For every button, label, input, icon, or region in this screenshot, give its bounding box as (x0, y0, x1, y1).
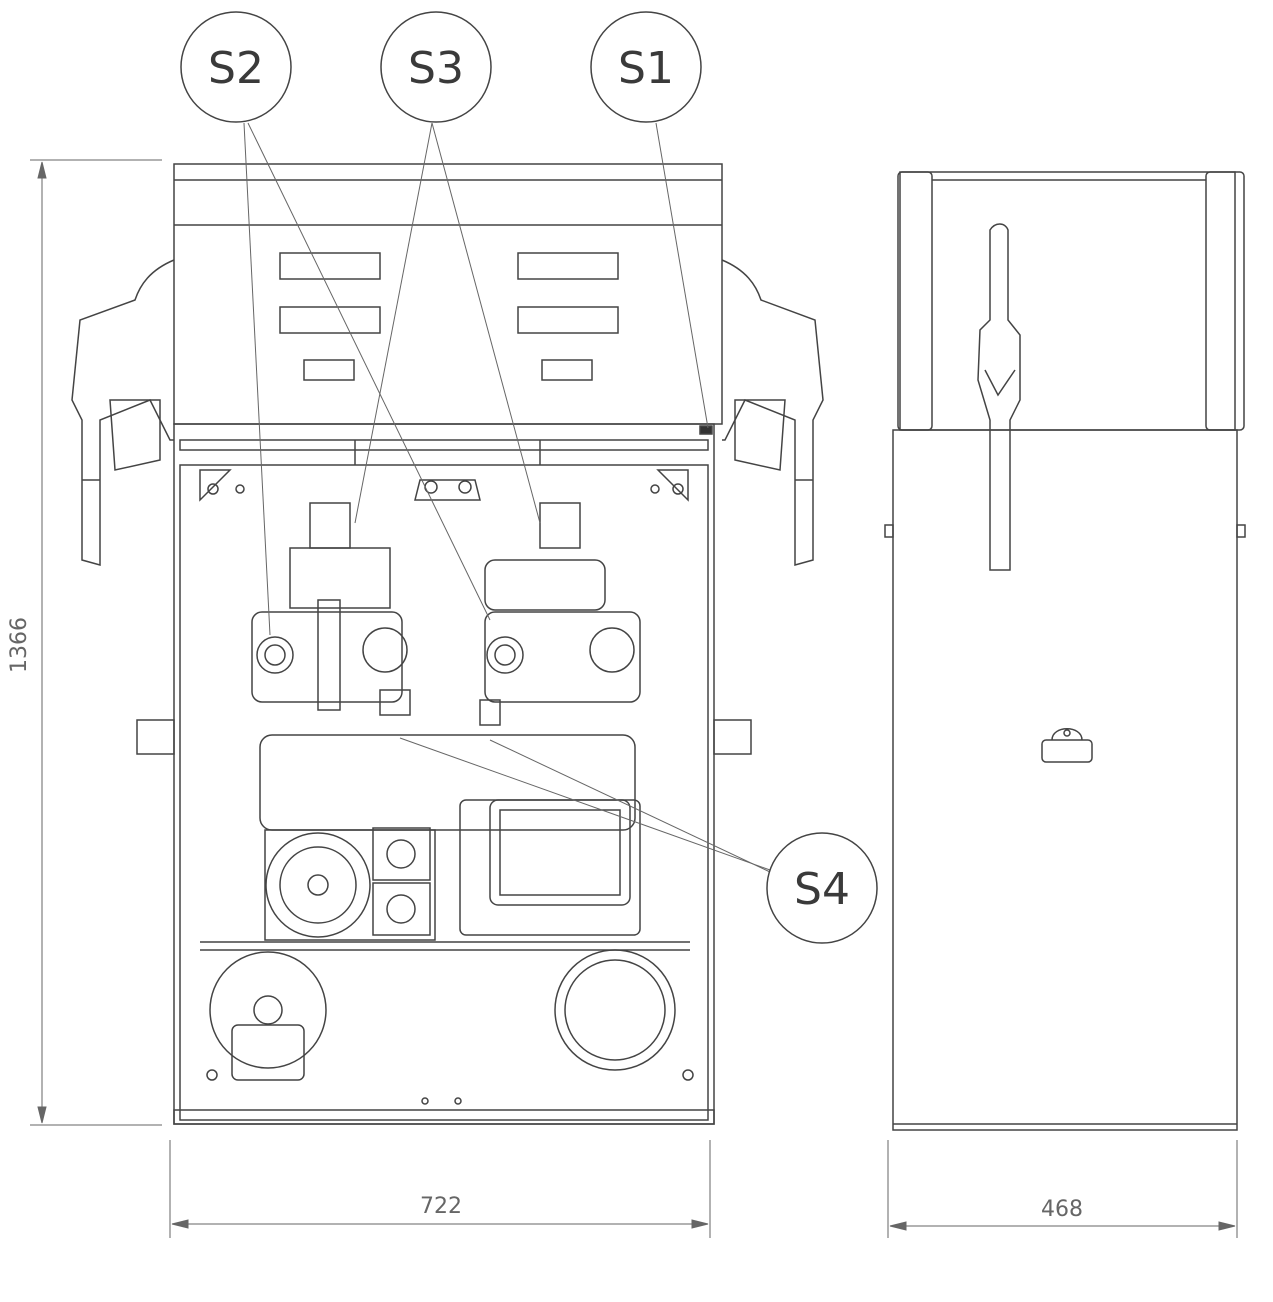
frame-corner-tr (656, 469, 689, 502)
display-head (173, 163, 723, 425)
frame-bolts (206, 480, 694, 1105)
right-nozzle (721, 259, 824, 566)
s1-leader (655, 122, 709, 429)
callout-s4-label: S4 (794, 864, 850, 915)
side-head-right-cap (1205, 171, 1245, 431)
display-window-left-1 (279, 252, 381, 280)
left-mount-lug (136, 719, 175, 755)
left-pump-unit (251, 502, 411, 716)
dimension-height-label: 1366 (7, 617, 32, 673)
display-window-left-2 (279, 306, 381, 334)
side-body (892, 429, 1238, 1131)
dimension-height (30, 159, 162, 1126)
cabinet-base (173, 1109, 715, 1125)
side-nozzle (977, 223, 1021, 571)
bottom-left-filter (209, 951, 327, 1081)
dimension-front-width-label: 722 (420, 1194, 462, 1219)
callout-leaders (243, 122, 771, 873)
display-window-left-3 (303, 359, 355, 381)
cabinet-frame (179, 464, 709, 1121)
top-bracket (414, 479, 481, 501)
left-nozzle (71, 259, 175, 566)
side-head (899, 171, 1236, 431)
s4-leader-2 (489, 739, 771, 873)
display-window-right-3 (541, 359, 593, 381)
side-hinge-right (1236, 524, 1246, 538)
right-pump-unit (479, 502, 641, 726)
side-handle (1041, 728, 1093, 763)
front-view (71, 163, 824, 1125)
dimension-front-width (169, 1140, 711, 1238)
side-view (884, 171, 1246, 1131)
right-mount-lug (713, 719, 752, 755)
s4-leader-1 (399, 737, 771, 871)
s1-sensor (699, 425, 713, 435)
display-window-right-2 (517, 306, 619, 334)
dimension-side-width-label: 468 (1041, 1197, 1083, 1222)
dimension-side-width (887, 1140, 1238, 1238)
callout-s3-label: S3 (408, 43, 464, 94)
s3-leader-1 (354, 122, 433, 524)
display-window-right-1 (517, 252, 619, 280)
cabinet-top-rail (179, 439, 709, 451)
callout-s2-label: S2 (208, 43, 264, 94)
s3-leader-2 (431, 122, 541, 524)
callout-s3: S3 (380, 11, 492, 123)
s2-leader-2 (247, 122, 491, 621)
side-head-left-cap (897, 171, 933, 431)
callout-s1-label: S1 (618, 43, 674, 94)
callout-s2: S2 (180, 11, 292, 123)
meter-block (259, 734, 641, 941)
callout-s4: S4 (766, 832, 878, 944)
s2-leader-1 (243, 122, 271, 636)
bottom-right-filter (554, 949, 676, 1071)
cabinet-body (173, 423, 715, 1125)
side-hinge-left (884, 524, 894, 538)
callout-s1: S1 (590, 11, 702, 123)
